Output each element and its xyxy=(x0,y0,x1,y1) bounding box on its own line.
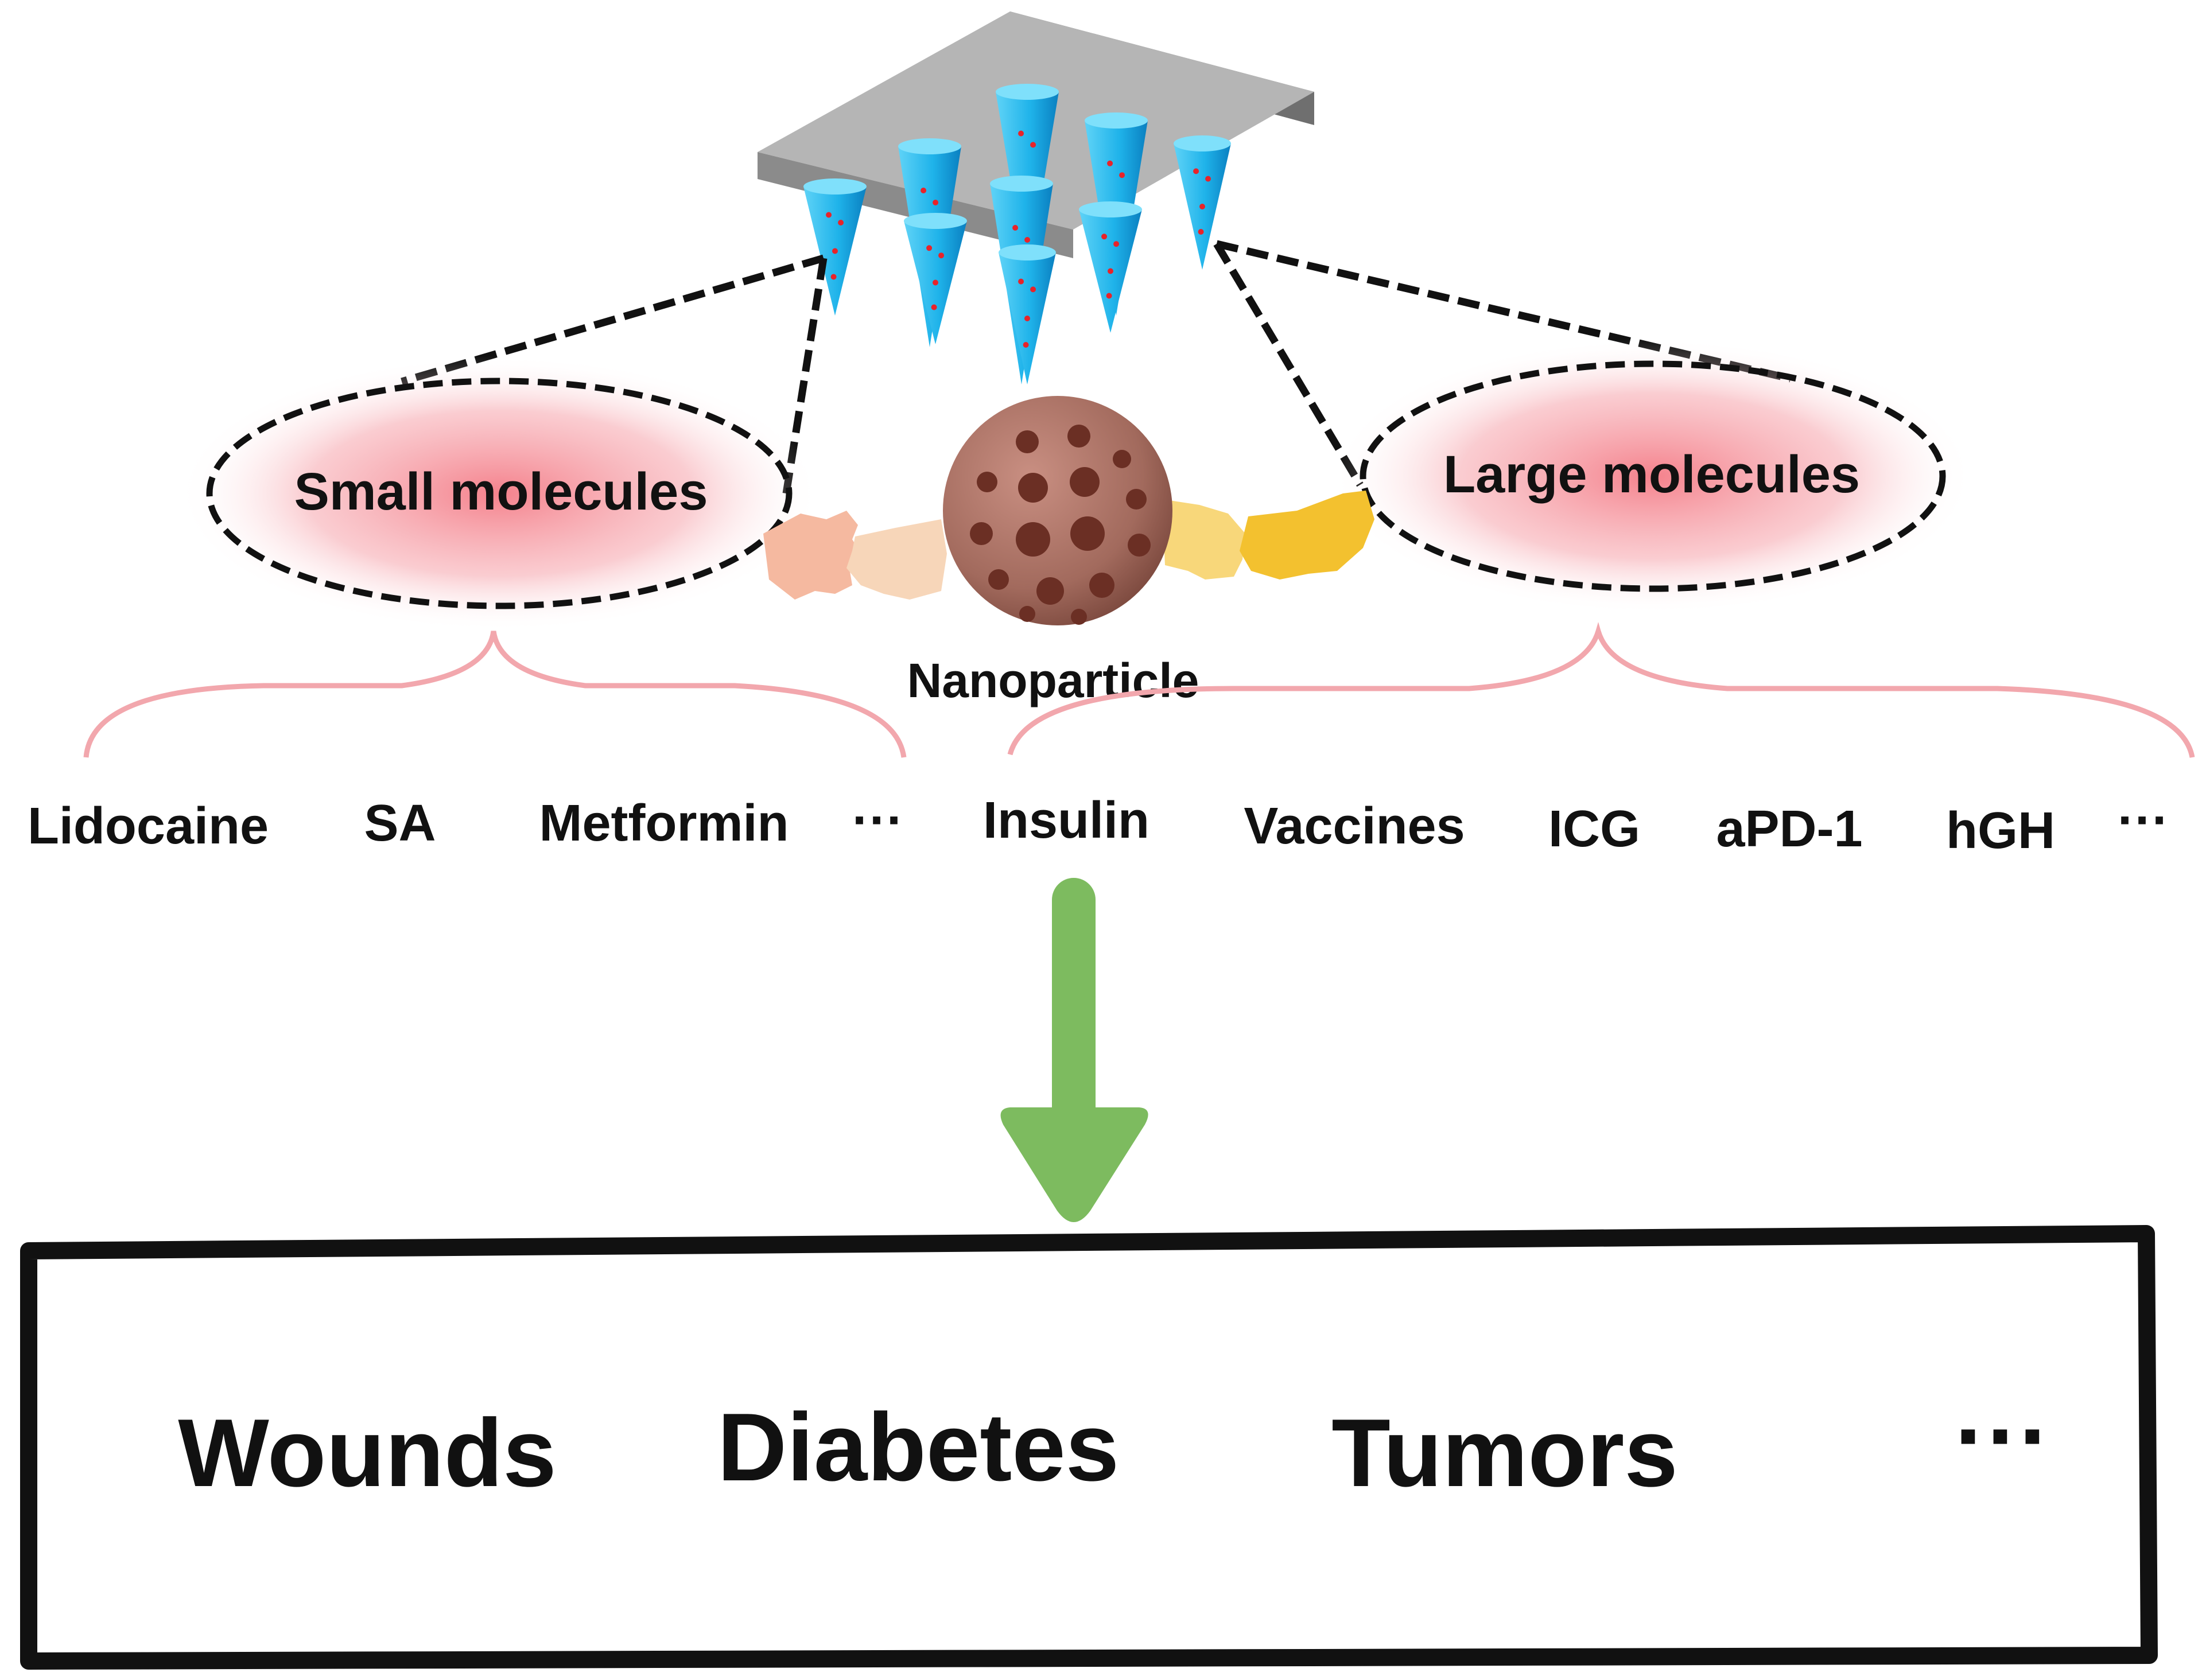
pore xyxy=(1089,573,1114,598)
pore xyxy=(988,569,1009,590)
small-molecules-brace xyxy=(83,631,907,758)
large-molecules-label: Large molecules xyxy=(1443,445,1860,504)
pore xyxy=(1018,473,1048,503)
pore xyxy=(1019,606,1035,622)
molecule-name: hGH xyxy=(1946,802,2055,860)
pore xyxy=(1036,577,1064,605)
pore xyxy=(1067,425,1090,448)
handshake-left-icon xyxy=(763,511,947,600)
pore xyxy=(1071,609,1087,625)
needle-array xyxy=(803,84,1231,384)
pore xyxy=(977,472,997,492)
nanoparticle-pores xyxy=(970,425,1151,625)
molecule-name: Metformin xyxy=(539,795,789,852)
microneedle xyxy=(999,244,1056,384)
nanoparticle-icon xyxy=(943,396,1172,625)
microneedle xyxy=(1174,135,1231,270)
large-molecule-list: Insulin Vaccines ICG aPD-1 hGH ··· xyxy=(983,792,2169,860)
nanoparticle-label: Nanoparticle xyxy=(907,654,1199,707)
application-item: Diabetes xyxy=(717,1393,1119,1501)
pore xyxy=(1016,522,1050,557)
large-molecules-ellipse xyxy=(1360,360,1946,592)
pore xyxy=(1126,489,1147,510)
pore xyxy=(1113,450,1131,468)
handshake-right-icon xyxy=(1162,491,1374,580)
pore xyxy=(970,522,993,545)
microneedle xyxy=(1079,201,1142,333)
molecule-name: Insulin xyxy=(983,792,1149,849)
applications-box xyxy=(20,1225,2158,1670)
molecule-name: aPD-1 xyxy=(1716,800,1862,858)
down-arrow-icon xyxy=(1000,878,1148,1222)
application-item: ··· xyxy=(1955,1382,2051,1490)
molecule-name: ··· xyxy=(852,792,904,849)
molecule-name: Lidocaine xyxy=(28,798,269,855)
molecule-name: SA xyxy=(364,795,436,852)
small-molecules-halo xyxy=(178,356,821,631)
application-item: Wounds xyxy=(178,1399,556,1507)
pore xyxy=(1070,516,1105,551)
molecule-name: Vaccines xyxy=(1244,798,1465,855)
microneedle-patch-icon xyxy=(758,11,1314,384)
microneedle xyxy=(803,178,867,316)
large-molecules-halo xyxy=(1331,339,1974,614)
applications-list: Wounds Diabetes Tumors ··· xyxy=(178,1382,2051,1507)
pore xyxy=(1070,467,1100,497)
application-item: Tumors xyxy=(1331,1399,1678,1507)
pore xyxy=(1016,430,1039,453)
microneedle xyxy=(904,213,967,344)
molecule-name: ICG xyxy=(1548,800,1640,858)
small-molecules-ellipse xyxy=(206,378,793,609)
small-molecules-label: Small molecules xyxy=(294,462,708,521)
pore xyxy=(1128,534,1151,557)
small-molecule-list: Lidocaine SA Metformin ··· xyxy=(28,792,904,855)
molecule-name: ··· xyxy=(2118,792,2169,849)
large-molecules-brace xyxy=(1007,622,2195,758)
